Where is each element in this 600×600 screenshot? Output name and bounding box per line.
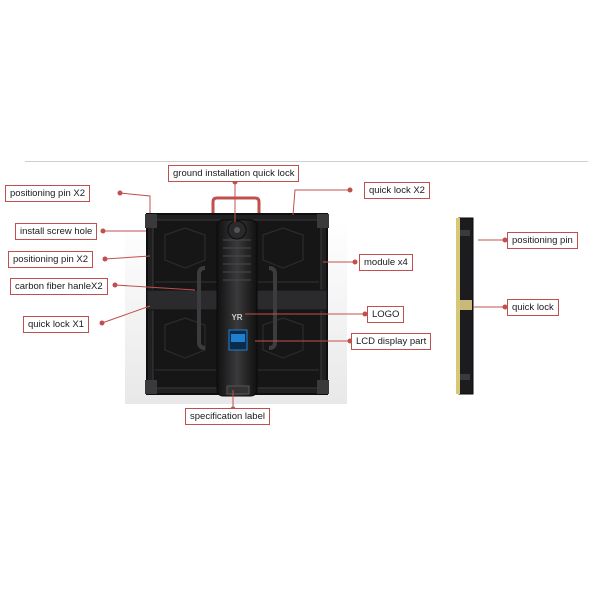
- label-quick-lock-side: quick lock: [507, 299, 559, 316]
- cabinet-side-view: [456, 217, 474, 395]
- label-positioning-pin-x2-left: positioning pin X2: [8, 251, 93, 268]
- label-carbon-fiber-handle-x2: carbon fiber hanleX2: [10, 278, 108, 295]
- label-module-x4: module x4: [359, 254, 413, 271]
- divider-line: [25, 161, 588, 162]
- label-ground-installation-quick-lock: ground installation quick lock: [168, 165, 300, 182]
- svg-text:YR: YR: [231, 313, 242, 322]
- label-lcd-display-part: LCD display part: [351, 333, 432, 350]
- label-positioning-pin-x2-top: positioning pin X2: [5, 185, 90, 202]
- label-specification-label: specification label: [185, 408, 270, 425]
- label-quick-lock-x1: quick lock X1: [23, 316, 89, 333]
- cabinet-back-view: YR: [125, 196, 347, 404]
- label-quick-lock-x2: quick lock X2: [364, 182, 430, 199]
- label-logo: LOGO: [367, 306, 405, 323]
- label-positioning-pin-side: positioning pin: [507, 232, 578, 249]
- label-install-screw-hole: install screw hole: [15, 223, 98, 240]
